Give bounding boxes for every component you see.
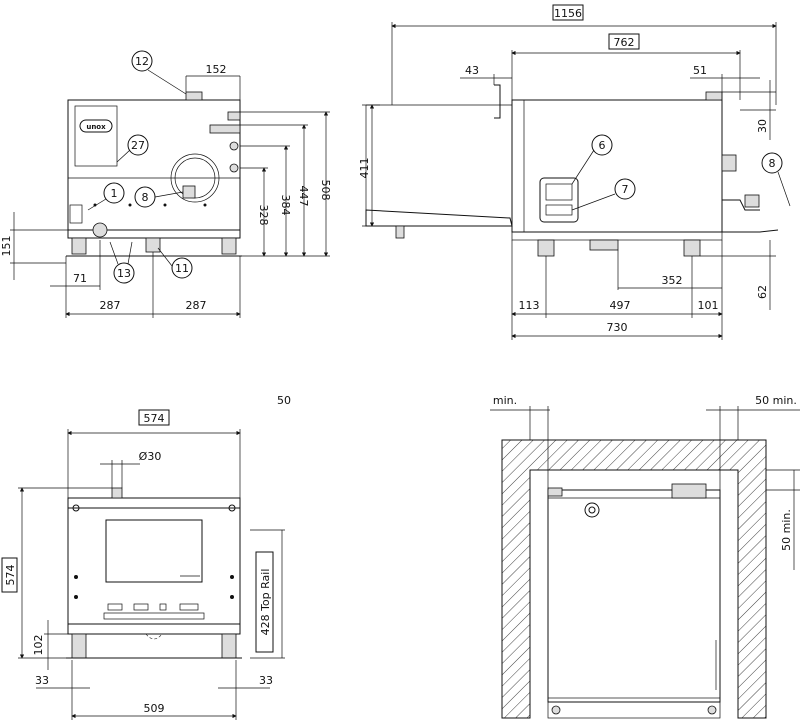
side-view: 6 7 8 1156 762 43 51 30 411 xyxy=(358,4,791,340)
dim-411: 411 xyxy=(358,158,371,179)
callout-13 xyxy=(113,262,135,284)
dim-352: 352 xyxy=(662,274,683,287)
dim-328: 328 xyxy=(257,205,270,226)
dim-574-width: 574 xyxy=(144,412,165,425)
dim-730: 730 xyxy=(607,321,628,334)
dim-151: 151 xyxy=(0,236,13,257)
dim-574-height: 574 xyxy=(4,565,17,586)
front-view: unox 12 27 1 8 xyxy=(0,50,332,318)
dim-762: 762 xyxy=(614,36,635,49)
callout-8-side xyxy=(761,152,783,174)
dim-62: 62 xyxy=(756,285,769,299)
dim-113: 113 xyxy=(519,299,540,312)
front-door-view: 574 50 Ø30 574 102 33 33 509 428 Top Rai… xyxy=(1,394,291,720)
callout-13-label: 13 xyxy=(117,267,131,280)
dim-dia30: Ø30 xyxy=(139,450,162,463)
dim-33-right: 33 xyxy=(259,674,273,687)
callout-1-label: 1 xyxy=(111,187,118,200)
callout-8-label: 8 xyxy=(142,191,149,204)
dim-43: 43 xyxy=(465,64,479,77)
top-view-clearance: min. 50 min. 50 min. xyxy=(490,394,800,719)
dim-509: 509 xyxy=(144,702,165,715)
dim-1156: 1156 xyxy=(554,7,582,20)
dim-384: 384 xyxy=(279,195,292,216)
callout-12 xyxy=(131,50,153,72)
dim-101: 101 xyxy=(698,299,719,312)
callout-1 xyxy=(103,182,125,204)
callout-7 xyxy=(614,178,636,200)
dim-50-label: 50 xyxy=(277,394,291,407)
min-right-label: 50 min. xyxy=(755,394,797,407)
callout-12-label: 12 xyxy=(135,55,149,68)
dim-152: 152 xyxy=(206,63,227,76)
dim-71: 71 xyxy=(73,272,87,285)
unox-logo xyxy=(79,119,113,133)
callout-11 xyxy=(171,257,193,279)
dim-102: 102 xyxy=(32,635,45,656)
dim-497: 497 xyxy=(610,299,631,312)
dim-30: 30 xyxy=(756,119,769,133)
dim-287-right: 287 xyxy=(186,299,207,312)
dim-447: 447 xyxy=(297,186,310,207)
min-left-label: min. xyxy=(493,394,517,407)
dim-33-left: 33 xyxy=(35,674,49,687)
dim-508: 508 xyxy=(319,180,332,201)
callout-8-side-label: 8 xyxy=(769,157,776,170)
logo-text: unox xyxy=(86,123,106,131)
wall-hatched xyxy=(501,439,767,719)
dim-287-left: 287 xyxy=(100,299,121,312)
callout-7-label: 7 xyxy=(622,183,629,196)
callout-6-label: 6 xyxy=(599,139,606,152)
callout-11-label: 11 xyxy=(175,262,189,275)
callout-27 xyxy=(127,134,149,156)
callout-6 xyxy=(591,134,613,156)
top-rail-label: 428 Top Rail xyxy=(259,569,272,636)
callout-27-label: 27 xyxy=(131,139,145,152)
min-side-label: 50 min. xyxy=(780,509,793,551)
dim-51: 51 xyxy=(693,64,707,77)
